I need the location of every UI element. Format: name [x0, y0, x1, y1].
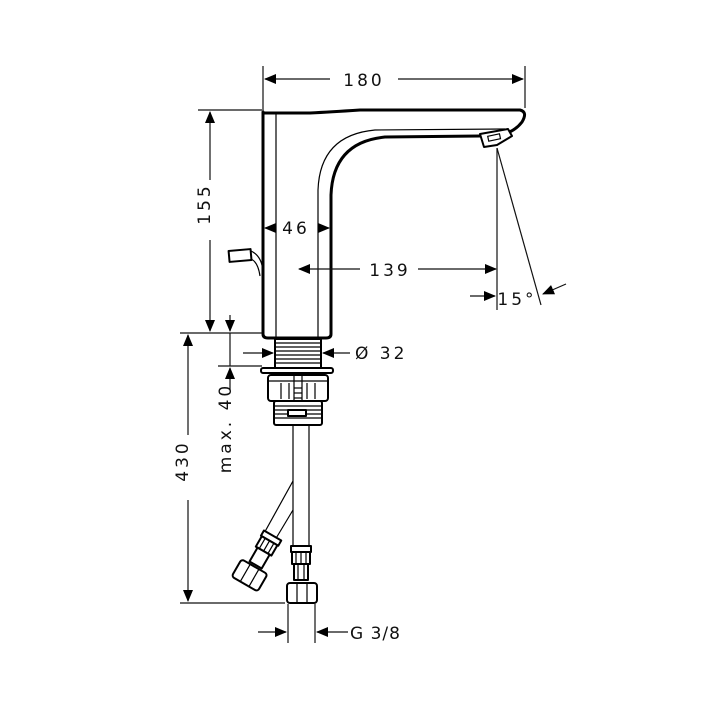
dimension-hose-length: 430: [173, 334, 285, 604]
dimension-spray-angle: 15°: [470, 147, 567, 310]
label-g-3-8: G 3/8: [350, 624, 401, 644]
label-diameter-32: Ø 32: [355, 344, 407, 364]
label-46: 46: [282, 219, 310, 239]
label-155: 155: [195, 183, 215, 224]
aerator: [479, 128, 513, 148]
popup-rod: [227, 248, 264, 277]
label-15-degrees: 15°: [497, 290, 536, 310]
dimension-spout-projection: 139: [298, 261, 497, 281]
dimension-shank-diameter: Ø 32: [243, 344, 407, 364]
dimension-body-width: 46: [264, 219, 330, 239]
mounting-shank: [260, 338, 334, 426]
label-430: 430: [173, 440, 193, 481]
supply-hoses: [231, 425, 318, 604]
dimension-body-height: 155: [180, 109, 262, 334]
label-180: 180: [343, 71, 384, 91]
dimension-max-counter-thickness: max. 40: [216, 315, 262, 473]
dimension-overall-width: 180: [262, 66, 526, 112]
dimension-connection-thread: G 3/8: [258, 604, 401, 644]
label-max-40: max. 40: [216, 383, 236, 473]
label-139: 139: [369, 261, 410, 281]
